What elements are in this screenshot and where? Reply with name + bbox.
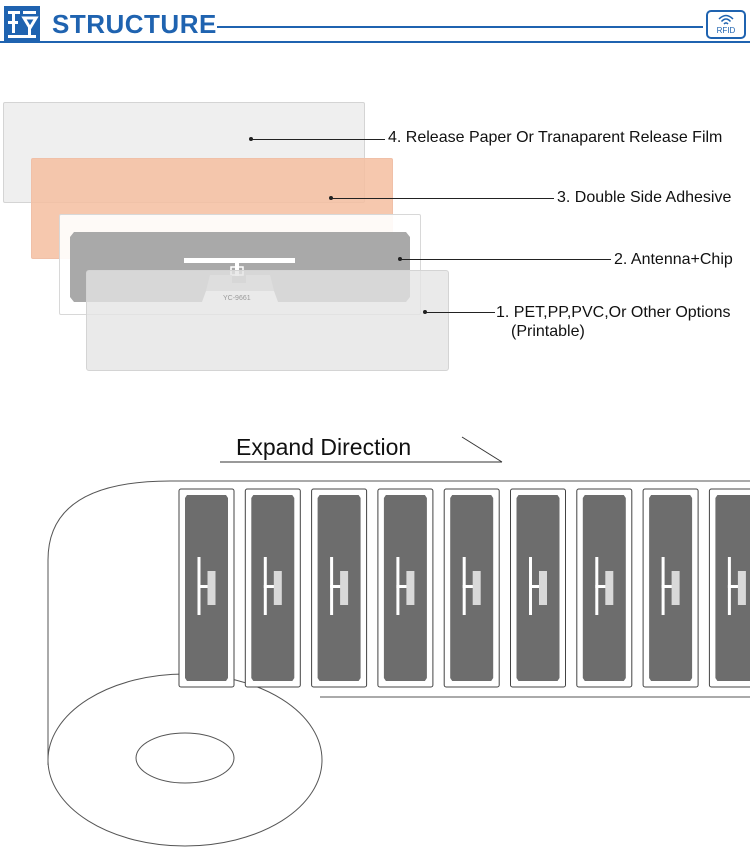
callout-label-3: 3. Double Side Adhesive bbox=[557, 189, 732, 206]
roll-label bbox=[576, 488, 633, 688]
roll-label bbox=[708, 488, 750, 688]
roll-label bbox=[510, 488, 566, 688]
roll-label bbox=[642, 488, 699, 688]
rfid-badge-text: RFID bbox=[716, 26, 736, 35]
label-strip bbox=[178, 488, 750, 688]
callout-label-2: 2. Antenna+Chip bbox=[614, 251, 733, 268]
rfid-badge: RFID bbox=[706, 10, 746, 39]
rfid-wifi-icon bbox=[718, 14, 734, 25]
callout-label-1-line1: 1. PET,PP,PVC,Or Other Options bbox=[496, 304, 731, 321]
callout-line-3 bbox=[331, 198, 554, 199]
page-title: STRUCTURE bbox=[52, 9, 217, 39]
inlay-model-text: YC-9661 bbox=[223, 295, 251, 302]
callout-label-1-line2: (Printable) bbox=[511, 323, 585, 340]
header-divider bbox=[217, 26, 703, 28]
callout-line-4 bbox=[251, 139, 385, 140]
callout-line-1 bbox=[425, 312, 495, 313]
layer-face-material: YC-9661 bbox=[86, 270, 449, 371]
expand-direction-title: Expand Direction bbox=[236, 434, 412, 460]
callout-line-2 bbox=[400, 259, 611, 260]
brand-logo-icon bbox=[4, 6, 40, 42]
section-header: STRUCTURE RFID bbox=[0, 0, 750, 48]
roll-label bbox=[244, 488, 301, 688]
roll-label bbox=[311, 488, 368, 688]
roll-label bbox=[178, 488, 235, 688]
header-underline bbox=[0, 41, 750, 43]
callout-label-4: 4. Release Paper Or Tranaparent Release … bbox=[388, 129, 723, 146]
roll-label bbox=[443, 488, 500, 688]
roll-label bbox=[377, 488, 434, 688]
